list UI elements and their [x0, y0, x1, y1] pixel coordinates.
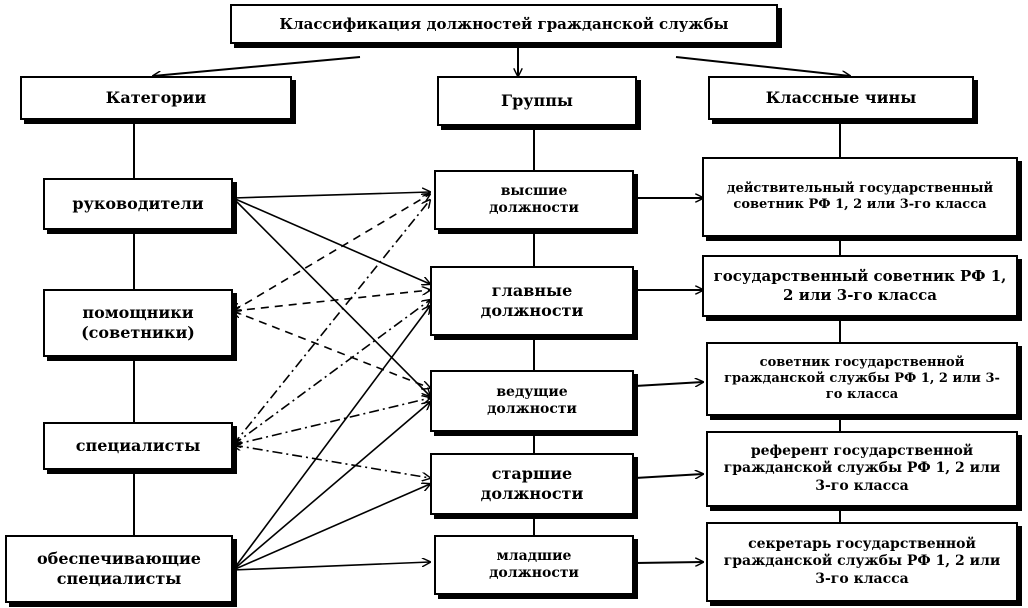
link-support-to-main: [232, 306, 430, 571]
group-box: главные должности: [430, 266, 634, 336]
link-support-to-junior: [232, 562, 430, 571]
rank-box: секретарь государственной гражданской сл…: [706, 522, 1018, 602]
ranks-header: Классные чины: [708, 76, 974, 120]
category-box: помощники (советники): [43, 289, 233, 357]
group-label: главные должности: [480, 281, 584, 320]
title-to-ranks-arrow: [675, 56, 850, 76]
link-specialists-to-leading: [233, 398, 430, 445]
link-heads-to-main: [232, 197, 430, 284]
diagram-title: Классификация должностей гражданской слу…: [230, 4, 778, 44]
rank-label: референт государственной гражданской слу…: [723, 442, 1001, 494]
link-support-to-leading: [232, 402, 430, 571]
rank-label: государственный советник РФ 1, 2 или 3-г…: [713, 267, 1007, 304]
group-label: ведущие должности: [487, 383, 577, 418]
group-rank-arrow: [633, 562, 703, 563]
ranks-header-text: Классные чины: [765, 88, 917, 107]
link-heads-to-higher: [232, 192, 430, 199]
link-specialists-to-higher: [233, 200, 430, 445]
group-label: высшие должности: [489, 182, 579, 217]
link-heads-to-leading: [232, 197, 430, 396]
group-box: ведущие должности: [430, 370, 634, 432]
rank-box: государственный советник РФ 1, 2 или 3-г…: [702, 255, 1018, 317]
rank-label: секретарь государственной гражданской сл…: [723, 535, 1001, 587]
rank-box: референт государственной гражданской слу…: [706, 431, 1018, 507]
group-rank-arrow: [633, 382, 703, 387]
group-box: старшие должности: [430, 453, 634, 515]
categories-header-text: Категории: [105, 88, 207, 107]
rank-label: действительный государственный советник …: [726, 180, 994, 212]
rank-box: действительный государственный советник …: [702, 157, 1018, 237]
category-label: обеспечивающие специалисты: [37, 549, 201, 588]
group-rank-arrow: [633, 474, 703, 479]
rank-label: советник государственной гражданской слу…: [724, 354, 1000, 403]
group-label: старшие должности: [480, 464, 584, 503]
category-box: руководители: [43, 178, 233, 230]
rank-box: советник государственной гражданской слу…: [706, 342, 1018, 416]
category-box: специалисты: [43, 422, 233, 470]
title-to-categories-arrow: [153, 56, 361, 76]
category-box: обеспечивающие специалисты: [5, 535, 233, 603]
groups-header-text: Группы: [501, 91, 573, 110]
category-label: помощники (советники): [81, 303, 195, 342]
link-specialists-to-senior: [233, 445, 430, 478]
group-label: младшие должности: [489, 547, 579, 582]
categories-header: Категории: [20, 76, 292, 120]
diagram-title-text: Классификация должностей гражданской слу…: [279, 14, 729, 33]
group-box: младшие должности: [434, 535, 634, 595]
link-support-to-senior: [232, 484, 430, 571]
category-label: руководители: [72, 194, 204, 213]
category-label: специалисты: [75, 436, 201, 455]
group-box: высшие должности: [434, 170, 634, 230]
groups-header: Группы: [437, 76, 637, 126]
